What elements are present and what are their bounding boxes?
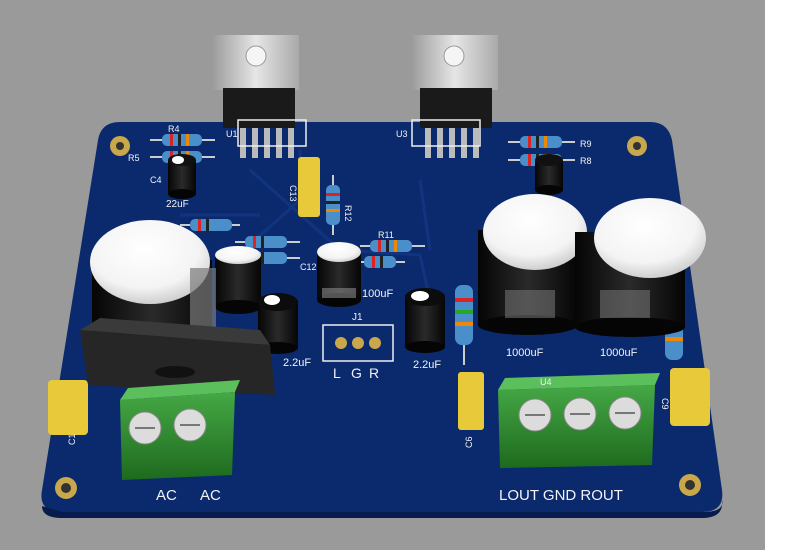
label-c4: C4 [150, 175, 162, 185]
label-u1: U1 [226, 129, 238, 139]
mounting-holes [55, 136, 701, 499]
label-22uf: 22uF [166, 199, 189, 210]
label-r4: R4 [168, 124, 180, 134]
resistor-center-vertical [455, 285, 473, 365]
label-2-2uf-left: 2.2uF [283, 357, 311, 369]
label-u4: U4 [540, 377, 552, 387]
label-ac-left: AC [156, 487, 177, 504]
resistor-r11 [360, 240, 425, 252]
capacitor-2-2uf-right [405, 288, 445, 353]
label-c13: C13 [288, 185, 298, 202]
label-j1-l: L [333, 365, 341, 381]
label-2-2uf-right: 2.2uF [413, 359, 441, 371]
label-r8: R8 [580, 156, 592, 166]
resistor-left-a [180, 219, 240, 231]
capacitor-top-right-small [535, 154, 563, 195]
label-j1-r: R [369, 365, 379, 381]
label-output: LOUT GND ROUT [499, 487, 623, 504]
resistor-r4 [150, 134, 215, 146]
label-r12: R12 [343, 205, 353, 222]
pcb-3d-render: U1 U3 R4 R5 R9 R8 R11 R12 C4 C12 C13 C1 … [41, 35, 723, 518]
right-margin-strip [765, 0, 790, 550]
capacitor-c6 [458, 372, 484, 430]
capacitor-c4 [168, 154, 196, 199]
resistor-left-b [235, 236, 300, 248]
label-r11: R11 [378, 230, 394, 240]
capacitor-c9 [670, 368, 710, 426]
u3-amplifier-ic [411, 35, 498, 158]
resistor-r10 [355, 256, 405, 268]
label-100uf: 100uF [362, 288, 393, 300]
label-j1: J1 [352, 312, 363, 323]
capacitor-1000uf-a [478, 194, 587, 335]
terminal-block-output [498, 373, 660, 468]
label-c9: C9 [660, 398, 670, 410]
label-u3: U3 [396, 129, 408, 139]
capacitor-c13 [298, 157, 320, 217]
pcb-board-edge [42, 500, 723, 518]
label-c12: C12 [300, 262, 317, 272]
bridge-rectifier [80, 318, 275, 395]
label-1000uf-a: 1000uF [506, 347, 544, 359]
label-j1-g: G [351, 365, 362, 381]
capacitor-c1 [48, 380, 88, 435]
film-capacitors [48, 157, 710, 435]
label-ac-right: AC [200, 487, 221, 504]
electrolytic-capacitors-small [168, 154, 563, 354]
silkscreen-labels: U1 U3 R4 R5 R9 R8 R11 R12 C4 C12 C13 C1 … [67, 124, 670, 504]
u1-amplifier-ic [213, 35, 307, 158]
input-header-j1 [322, 324, 394, 362]
capacitor-left-mid [215, 246, 261, 314]
capacitor-1000uf-b [575, 198, 706, 337]
label-c6: C6 [464, 436, 474, 448]
label-r5: R5 [128, 153, 140, 163]
label-c1: C1 [67, 433, 77, 445]
capacitor-c12 [317, 242, 361, 307]
resistor-r12 [326, 175, 340, 235]
label-1000uf-b: 1000uF [600, 347, 638, 359]
resistor-r9 [508, 136, 575, 148]
label-r9: R9 [580, 139, 592, 149]
terminal-block-ac [120, 380, 240, 480]
